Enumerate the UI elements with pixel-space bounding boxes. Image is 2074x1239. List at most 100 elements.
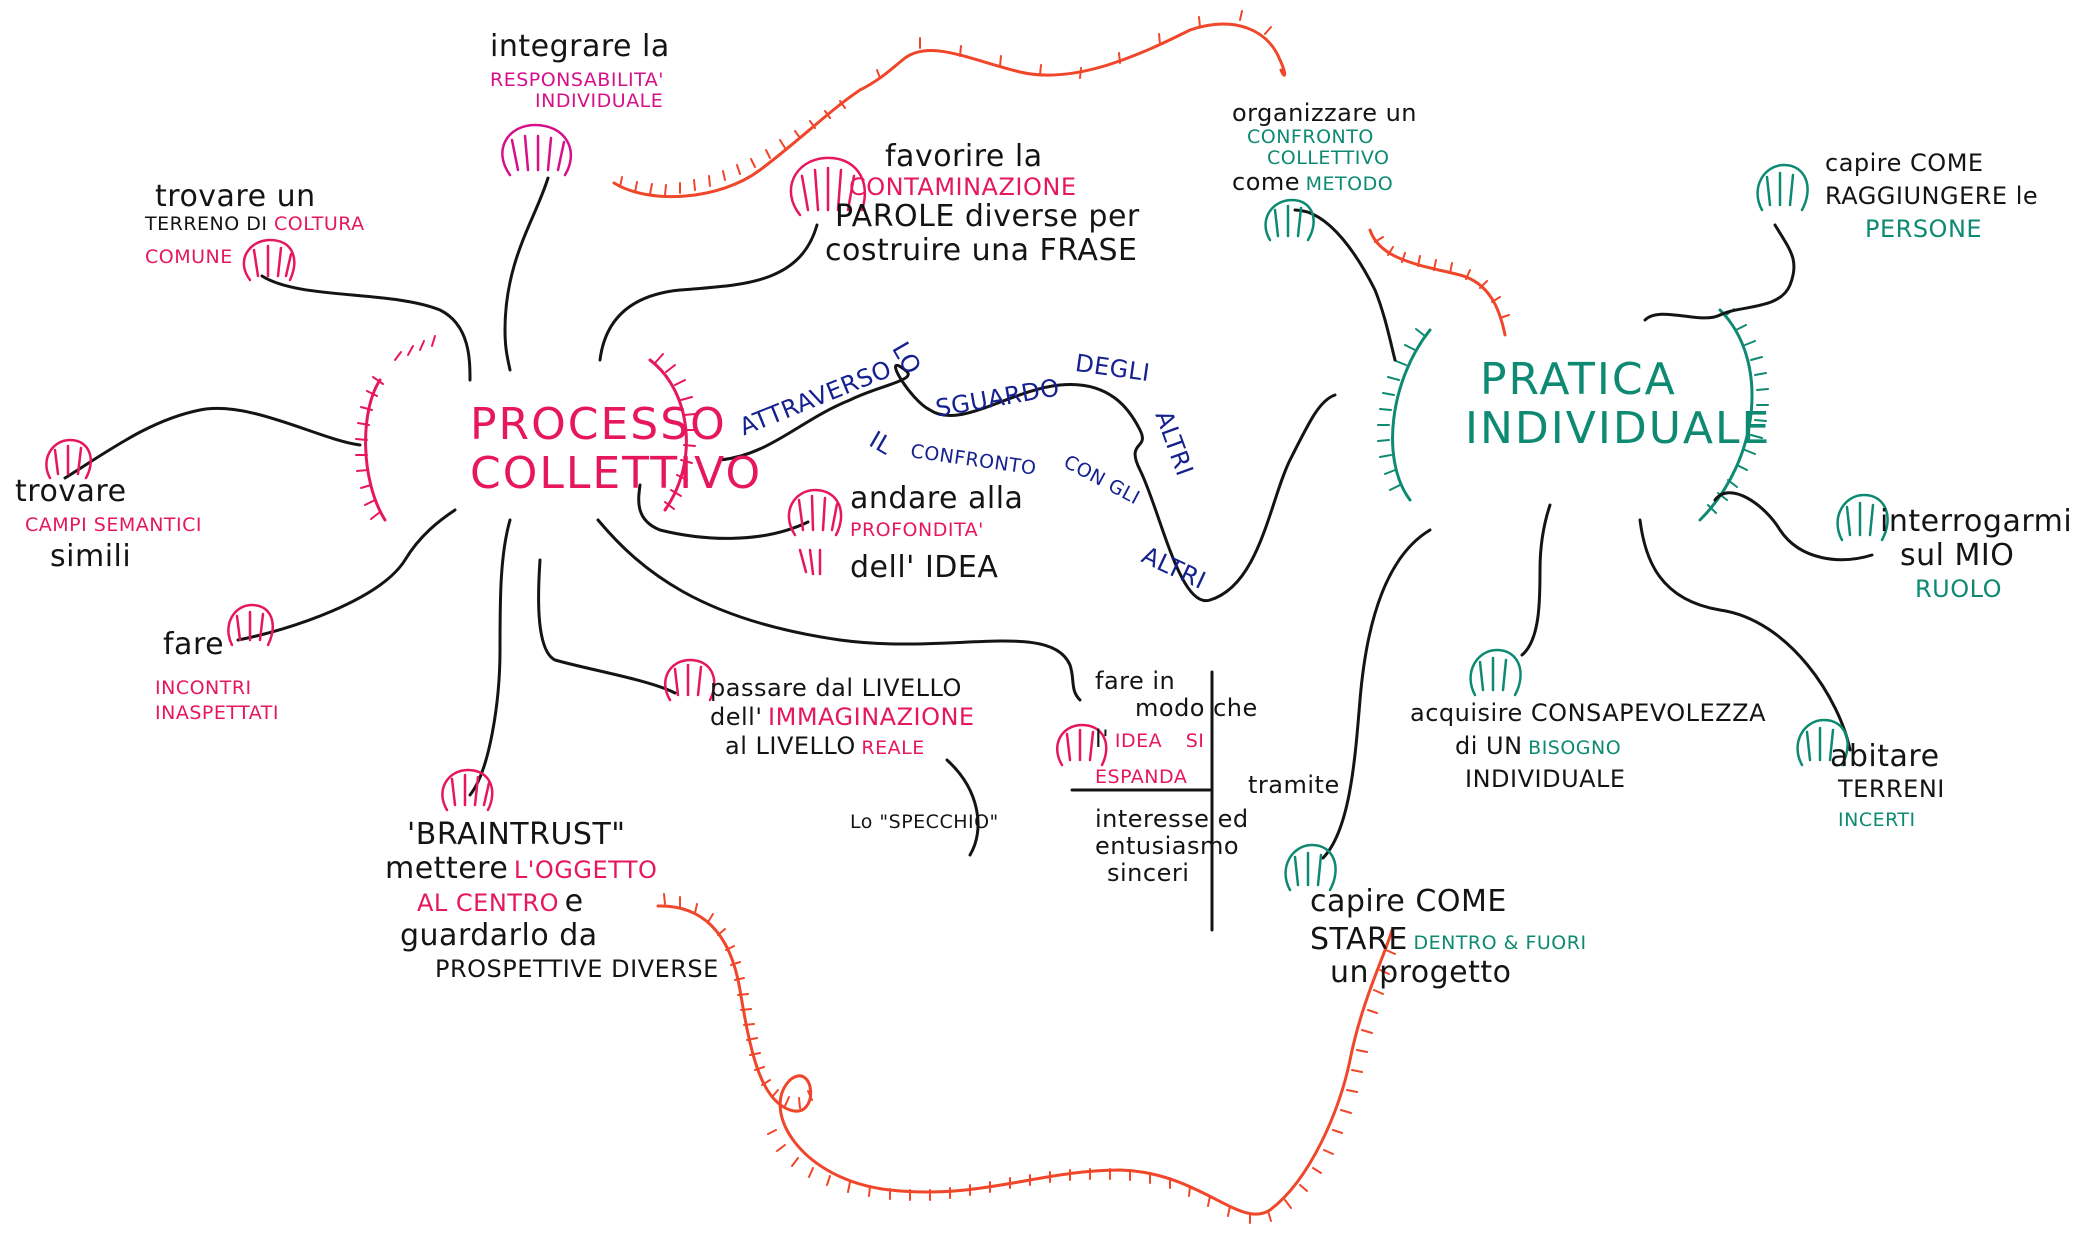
right-bracket-left [1391, 328, 1432, 502]
center-right-line2: INDIVIDUALE [1465, 403, 1772, 455]
center-right-label: PRATICA INDIVIDUALE [1465, 355, 1771, 454]
bulb-campi [45, 438, 92, 480]
ruolo-line1: interrogarmi [1880, 504, 2073, 539]
connector-incontri [236, 508, 457, 642]
node-persone: capire COME RAGGIUNGERE le PERSONE [1825, 150, 2038, 243]
incontri-line1: fare [163, 627, 225, 662]
node-profondita: andare alla PROFONDITA' dell' IDEA [850, 482, 1023, 584]
center-left-label: PROCESSO COLLETTIVO [470, 400, 762, 499]
bottom-wavy-ticks [663, 893, 1396, 1224]
node-bisogno: acquisire CONSAPEVOLEZZA di UN BISOGNO I… [1410, 700, 1766, 793]
stare-line3: un progetto [1330, 955, 1512, 991]
connector-contaminazione [598, 223, 819, 362]
connector-ruolo [1713, 491, 1874, 562]
center-left-line2: COLLETTIVO [470, 448, 763, 500]
campi-line2: CAMPI SEMANTICI [25, 513, 203, 536]
bulb-integrare [501, 123, 573, 177]
confronto-line2: CONFRONTO [1247, 125, 1374, 148]
left-bracket-right [648, 358, 688, 512]
campi-line1: trovare [15, 474, 127, 509]
node-stare: capire COME STARE DENTRO & FUORI un prog… [1310, 885, 1587, 990]
bulb-terreni [1796, 718, 1849, 767]
terreni-line2: TERRENI [1838, 774, 1945, 803]
terreni-line1: abitare [1830, 739, 1940, 774]
connector-bisogno [1520, 503, 1552, 657]
confronto-line4b: METODO [1305, 173, 1394, 196]
contaminazione-line3: PAROLE diverse per [835, 199, 1140, 235]
bottom-wavy-line [656, 904, 1394, 1216]
integrare-line2: RESPONSABILITA' [490, 68, 664, 91]
node-confronto: organizzare un CONFRONTO COLLETTIVO come… [1232, 100, 1417, 196]
confronto-line4a: come [1232, 168, 1301, 197]
connector-integrare [503, 176, 550, 372]
livello-line2b: IMMAGINAZIONE [768, 702, 975, 731]
node-braintrust: 'BRAINTRUST" mettere L'OGGETTO AL CENTRO… [385, 818, 719, 983]
terreno-line3: COMUNE [145, 245, 233, 268]
connector-terreni [1638, 518, 1852, 752]
connector-specchio [945, 758, 980, 857]
profondita-line3: dell' IDEA [850, 549, 999, 585]
espanda-tramite: tramite [1248, 771, 1340, 799]
bulb-bisogno [1469, 648, 1522, 697]
connector-espanda [596, 518, 1082, 702]
center-right-line1: PRATICA [1480, 354, 1677, 405]
connector-stare [1321, 528, 1432, 860]
bulb-incontri [227, 603, 274, 647]
terreni-line3: INCERTI [1838, 809, 1916, 832]
node-integrare: integrare la RESPONSABILITA' INDIVIDUALE [490, 30, 670, 112]
connector-livello [537, 558, 677, 695]
livello-line4: Lo "SPECCHIO" [850, 810, 999, 833]
bisogno-line2a: di UN [1455, 731, 1523, 760]
top-wavy-line [612, 22, 1287, 199]
connector-bridge [718, 363, 1337, 603]
braintrust-line2a: mettere [385, 850, 509, 886]
bulb-contaminazione [789, 156, 867, 217]
left-bracket-left-ticks [355, 376, 384, 520]
connector-terreno [260, 274, 472, 382]
livello-line3b: REALE [861, 736, 925, 759]
stare-line2b: DENTRO & FUORI [1413, 931, 1587, 954]
contaminazione-line2: CONTAMINAZIONE [849, 172, 1077, 201]
espanda-line6: entusiasmo [1095, 831, 1240, 860]
integrare-line1: integrare la [490, 29, 670, 64]
confronto-wavy-ticks [1374, 236, 1510, 319]
braintrust-line5: PROSPETTIVE DIVERSE [435, 955, 719, 984]
livello-line1: passare dal LIVELLO [710, 674, 962, 702]
espanda-line3c: SI [1185, 729, 1205, 752]
confronto-wavy-line [1368, 228, 1507, 337]
top-left-ticks [394, 335, 436, 361]
bulb-braintrust [441, 768, 494, 812]
contaminazione-line1: favorire la [885, 139, 1043, 174]
espanda-line3b: IDEA [1114, 729, 1163, 752]
profondita-line1: andare alla [850, 481, 1024, 516]
node-campi: trovare CAMPI SEMANTICI simili [15, 475, 202, 573]
connector-confronto [1293, 208, 1397, 362]
connector-braintrust [468, 518, 512, 797]
bulb-espanda [1056, 723, 1108, 767]
node-ruolo: interrogarmi sul MIO RUOLO [1880, 505, 2072, 603]
node-terreni: abitare TERRENI INCERTI [1830, 740, 1945, 832]
node-livello: passare dal LIVELLO dell' IMMAGINAZIONE … [710, 675, 999, 833]
incontri-line3: INASPETTATI [155, 701, 279, 724]
livello-line3a: al LIVELLO [725, 731, 856, 760]
espanda-line3a: l' [1095, 724, 1110, 753]
bulb-livello [664, 658, 716, 702]
espanda-line1: fare in [1095, 667, 1176, 695]
braintrust-line1: 'BRAINTRUST" [407, 817, 626, 852]
bulb-persone [1756, 163, 1809, 212]
bisogno-line2b: BISOGNO [1528, 736, 1622, 759]
bulb-terreno [242, 238, 296, 282]
espanda-line5: interesse ed [1095, 804, 1249, 833]
confronto-line1: organizzare un [1232, 99, 1418, 127]
center-left-line1: PROCESSO [470, 399, 727, 450]
persone-line2: RAGGIUNGERE le [1825, 181, 2039, 210]
left-bracket-left [364, 378, 387, 522]
node-contaminazione: favorire la CONTAMINAZIONE PAROLE divers… [825, 140, 1140, 268]
node-terreno: trovare un TERRENO DI COLTURA COMUNE [145, 180, 365, 268]
incontri-line2: INCONTRI [155, 676, 252, 699]
terreno-line1: trovare un [155, 179, 316, 214]
terreno-line2a: TERRENO DI [145, 212, 268, 235]
terreno-line2b: COLTURA [274, 212, 365, 235]
livello-line2a: dell' [710, 702, 763, 731]
